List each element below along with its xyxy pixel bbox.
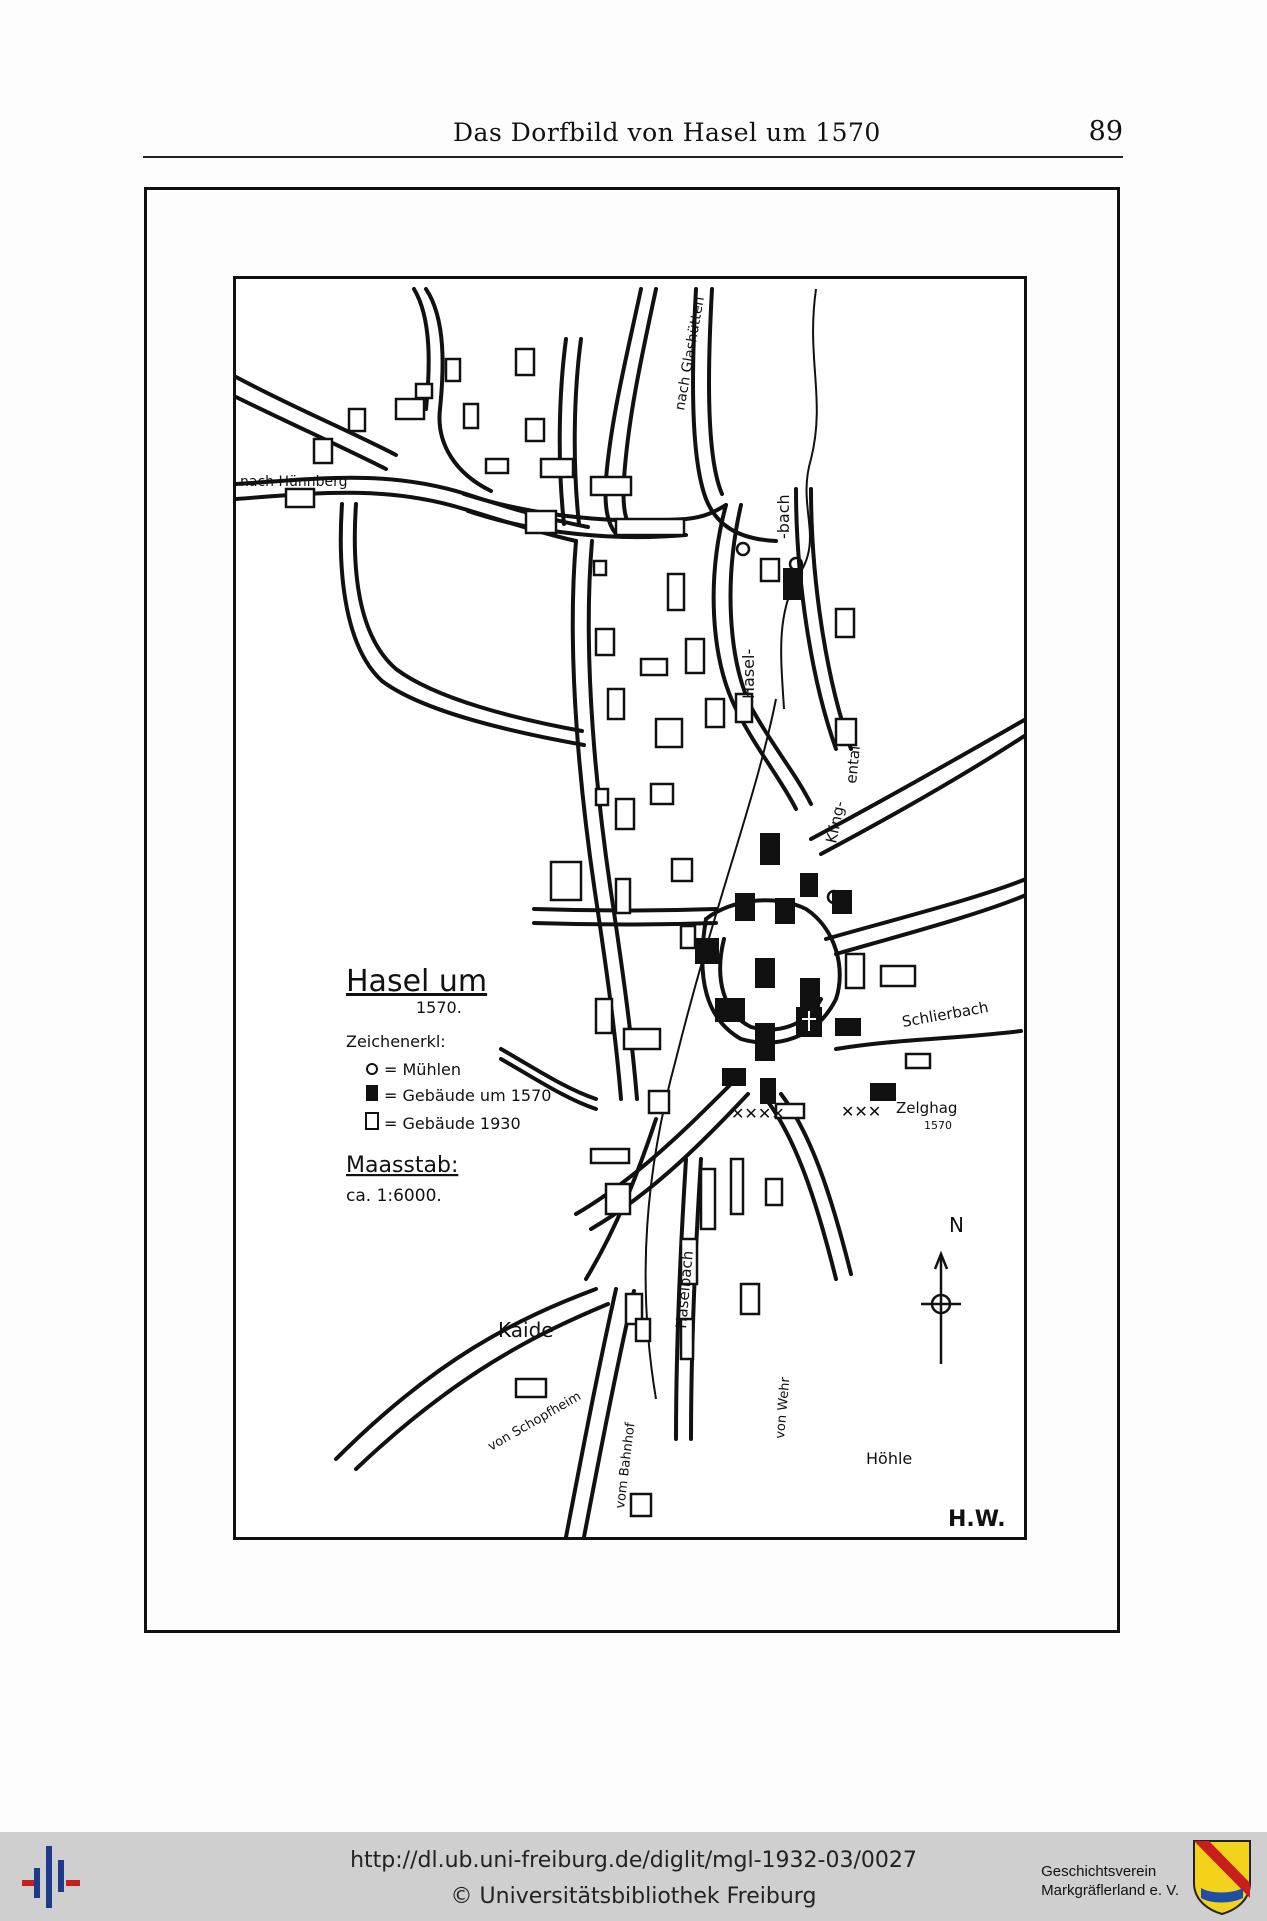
page-number: 89 bbox=[1088, 116, 1123, 147]
coat-of-arms-icon bbox=[1193, 1840, 1251, 1916]
footer-bar: http://dl.ub.uni-freiburg.de/diglit/mgl-… bbox=[0, 1832, 1267, 1921]
legend-heading: Zeichenerkl: bbox=[346, 1032, 446, 1051]
streams bbox=[644, 288, 818, 1400]
church-icon bbox=[796, 1007, 822, 1037]
buildings-1930 bbox=[284, 347, 932, 1518]
label-hoehle: Höhle bbox=[866, 1449, 912, 1468]
mill-icon bbox=[788, 556, 804, 572]
running-title: Das Dorfbild von Hasel um 1570 bbox=[453, 118, 881, 147]
society-name: Geschichtsverein Markgräflerland e. V. bbox=[1041, 1862, 1179, 1900]
footer-copyright: © Universitätsbibliothek Freiburg bbox=[450, 1884, 817, 1909]
mill-icon bbox=[826, 889, 842, 905]
building-1570-icon bbox=[366, 1085, 378, 1101]
label-ental: ental bbox=[842, 745, 864, 785]
zelghag-crosses: ✕✕✕✕ ✕✕✕ bbox=[731, 1102, 881, 1123]
label-kaide: Kaide bbox=[498, 1318, 554, 1342]
label-zelghag: Zelghag bbox=[896, 1099, 957, 1117]
svg-text:✕✕✕: ✕✕✕ bbox=[841, 1102, 881, 1121]
village-map: ✕✕✕✕ ✕✕✕ nach Hünnberg nach Glashütten -… bbox=[236, 287, 1024, 1537]
map-title: Hasel um bbox=[346, 964, 487, 999]
map-frame: ✕✕✕✕ ✕✕✕ nach Hünnberg nach Glashütten -… bbox=[233, 276, 1027, 1540]
legend-label-mills: = Mühlen bbox=[384, 1060, 461, 1079]
label-zelghag-year: 1570 bbox=[924, 1119, 952, 1132]
road-nw-top bbox=[236, 375, 398, 457]
mill-icon bbox=[366, 1063, 378, 1075]
plate-frame bbox=[144, 187, 1120, 1633]
scale-heading: Maasstab: bbox=[346, 1153, 458, 1178]
buildings-1570 bbox=[695, 568, 896, 1104]
map-title-year: 1570. bbox=[416, 998, 462, 1017]
map-legend: Hasel um 1570. Zeichenerkl: = Mühlen = G… bbox=[346, 964, 551, 1206]
label-bach: -bach bbox=[774, 494, 793, 539]
label-nach-glashuetten: nach Glashütten bbox=[672, 295, 708, 411]
stream-haselbach bbox=[780, 288, 818, 710]
running-head: Das Dorfbild von Hasel um 1570 89 bbox=[143, 112, 1123, 158]
map-initials: H.W. bbox=[948, 1507, 1006, 1532]
ub-freiburg-logo-icon bbox=[22, 1846, 80, 1908]
legend-label-1570: = Gebäude um 1570 bbox=[384, 1086, 551, 1105]
mill-icons bbox=[735, 541, 842, 905]
building-1930-icon bbox=[365, 1112, 379, 1130]
society-name-line2: Markgräflerland e. V. bbox=[1041, 1882, 1179, 1899]
footer-url[interactable]: http://dl.ub.uni-freiburg.de/diglit/mgl-… bbox=[350, 1848, 917, 1873]
legend-label-1930: = Gebäude 1930 bbox=[384, 1114, 521, 1133]
svg-text:✕✕✕✕: ✕✕✕✕ bbox=[731, 1104, 785, 1123]
label-hasel: Hasel- bbox=[739, 649, 758, 699]
scanned-page: Das Dorfbild von Hasel um 1570 89 bbox=[143, 112, 1123, 1633]
scale-value: ca. 1:6000. bbox=[346, 1186, 442, 1206]
north-arrow bbox=[921, 1250, 961, 1364]
label-north: N bbox=[949, 1213, 964, 1237]
mill-icon bbox=[735, 541, 751, 557]
society-name-line1: Geschichtsverein bbox=[1041, 1863, 1157, 1880]
label-von-schopfheim: von Schopfheim bbox=[486, 1389, 584, 1454]
label-nach-huennberg: nach Hünnberg bbox=[240, 474, 348, 490]
label-von-wehr: von Wehr bbox=[773, 1376, 793, 1439]
label-schlierbach: Schlierbach bbox=[901, 998, 990, 1031]
